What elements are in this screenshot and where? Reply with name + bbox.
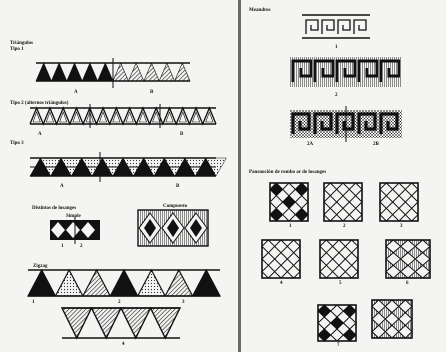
zigzag-num-1: 1: [32, 300, 35, 306]
meander-heading: Meandros: [249, 8, 271, 14]
lattice-3-frame: [380, 183, 418, 221]
type1-triangle: [36, 63, 51, 81]
type2-zigzag: [30, 108, 216, 124]
compuesto-label: Compuesto: [163, 204, 187, 210]
type3-mark-b: B: [176, 184, 179, 190]
zigzag-triangle: [138, 270, 165, 296]
meander-label-2a: 2A: [307, 142, 313, 148]
meander-2: [290, 57, 402, 87]
rhombus-num-1: 1: [61, 244, 64, 250]
zigzag-triangle: [83, 270, 110, 296]
type1-triangle: [113, 63, 128, 81]
type3-mark-a: A: [60, 184, 64, 190]
lattice-num-5: 5: [339, 281, 342, 287]
zigzag-num-3: 3: [182, 300, 185, 306]
lattice-num-7: 7: [337, 343, 340, 349]
lattice-3: [380, 183, 418, 221]
type3-label: Tipo 3: [10, 141, 24, 147]
meander1-key: [322, 20, 334, 34]
right-figures: [262, 15, 430, 341]
type1-label: Tipo 1: [10, 47, 24, 53]
lattice-heading: Paneaoción de rombo ar de losanges: [249, 170, 326, 176]
lattice-num-2: 2: [343, 224, 346, 230]
simple-label: Simple: [66, 214, 81, 220]
left-figures: [28, 58, 226, 338]
meander-2a-2b: [290, 106, 402, 142]
type3-band: [30, 152, 226, 182]
zigzag4-triangle: [92, 308, 122, 338]
lattice-num-3: 3: [400, 224, 403, 230]
zigzag-triangle: [165, 270, 192, 296]
zigzag-triangle: [28, 270, 55, 296]
meander-num-1: 1: [335, 45, 338, 51]
rhombus-num-2: 2: [80, 244, 83, 250]
type2-band: [30, 104, 216, 128]
type1-mark-a: A: [74, 90, 78, 96]
lattice-7b: [372, 300, 412, 338]
type1-mark-b: B: [150, 90, 153, 96]
lattice-num-1: 1: [289, 224, 292, 230]
lattice-5: [320, 240, 358, 278]
lattice-2: [324, 183, 362, 221]
zigzag-num-2: 2: [118, 300, 121, 306]
lattice-2-frame: [324, 183, 362, 221]
rhombus-simple: [50, 216, 100, 244]
lattice-num-6: 6: [406, 281, 409, 287]
type1-triangle: [98, 63, 113, 81]
zigzag4-triangle: [62, 308, 92, 338]
zigzag4-triangle: [121, 308, 151, 338]
lattice-6: [386, 240, 430, 278]
lattice-1: [270, 183, 308, 221]
zigzag-triangle: [193, 270, 220, 296]
zigzag-triangle: [110, 270, 137, 296]
meander-num-2: 2: [335, 93, 338, 99]
zigzag-num-4: 4: [122, 342, 125, 348]
type1-triangle: [144, 63, 159, 81]
type2-mark-b: B: [180, 132, 183, 138]
type1-triangle: [51, 63, 66, 81]
zigzag4-band: [62, 308, 180, 338]
meander1-key: [338, 20, 350, 34]
meander1-key: [306, 20, 318, 34]
lattice-num-4: 4: [280, 281, 283, 287]
zigzag-triangle: [55, 270, 82, 296]
type1-triangle: [82, 63, 97, 81]
type2-label: Tipo 2 (alternos triángulos): [10, 101, 68, 107]
type1-triangle: [159, 63, 174, 81]
meander-1: [302, 15, 370, 38]
meander1-key: [354, 20, 366, 34]
rhombus-compuesto: [138, 210, 208, 246]
type2-mark-a: A: [38, 132, 42, 138]
type1-triangle: [175, 63, 190, 81]
lattice-5-frame: [320, 240, 358, 278]
zigzag-heading: Zigzag: [33, 264, 47, 270]
zigzag-band: [28, 270, 220, 296]
type1-triangle: [128, 63, 143, 81]
rhombus-heading: Distintos de losanges: [32, 206, 76, 212]
lattice-7a: [318, 305, 356, 341]
type1-triangle: [67, 63, 82, 81]
lattice-4-frame: [262, 240, 300, 278]
lattice-4: [262, 240, 300, 278]
type1-band: [36, 58, 190, 88]
meander-label-2b: 2B: [373, 142, 379, 148]
zigzag4-triangle: [151, 308, 181, 338]
